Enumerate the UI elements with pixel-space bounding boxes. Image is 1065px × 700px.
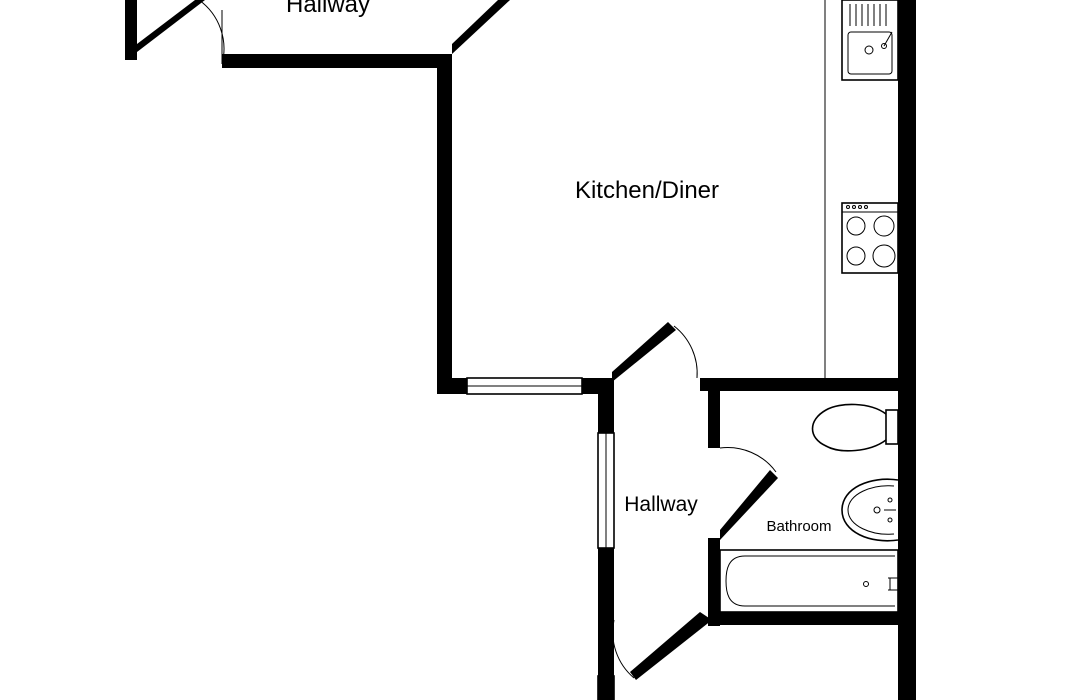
wall-bathroom-top (700, 378, 910, 391)
wall-kitchen-left (437, 54, 452, 394)
wall-right-exterior (898, 0, 916, 700)
room-label-kitchen-diner: Kitchen/Diner (575, 177, 719, 204)
basin-icon (841, 478, 899, 542)
doors (198, 0, 777, 679)
room-label-bathroom: Bathroom (766, 518, 831, 535)
sink-icon (841, 0, 899, 81)
door-swing-hallway-bottom (612, 619, 635, 679)
wall-diagonal-hallway-upper (612, 322, 676, 382)
toilet-icon (811, 403, 899, 452)
wall-bottom-stub (598, 676, 614, 700)
door-swing-bathroom (719, 447, 777, 473)
wall-hallway-bottom (222, 54, 452, 68)
window-bottom-left (597, 675, 615, 700)
wall-bathroom-left-lower (708, 538, 720, 626)
wall-kitchen-bottom-left (437, 378, 467, 394)
wall-hallway-left-lower (598, 548, 614, 676)
wall-diagonal-top-left (137, 0, 205, 52)
door-swing-top-left (198, 0, 225, 65)
wall-top-left (125, 0, 137, 60)
hob-icon (841, 202, 899, 274)
wall-diagonal-top-right (452, 0, 510, 54)
wall-bathroom-bottom (708, 612, 910, 625)
room-label-hallway-top: Hallway (286, 0, 370, 18)
bath-icon (719, 549, 899, 613)
room-label-hallway-lower: Hallway (624, 493, 698, 516)
walls (125, 0, 916, 700)
wall-diagonal-hallway-lower (630, 612, 712, 680)
wall-hallway-left-upper (598, 378, 614, 433)
door-swing-kitchen (673, 325, 698, 379)
thin-walls (137, 0, 826, 700)
wall-diagonal-bathroom-door (720, 470, 778, 540)
wall-bathroom-left-upper (708, 378, 720, 448)
